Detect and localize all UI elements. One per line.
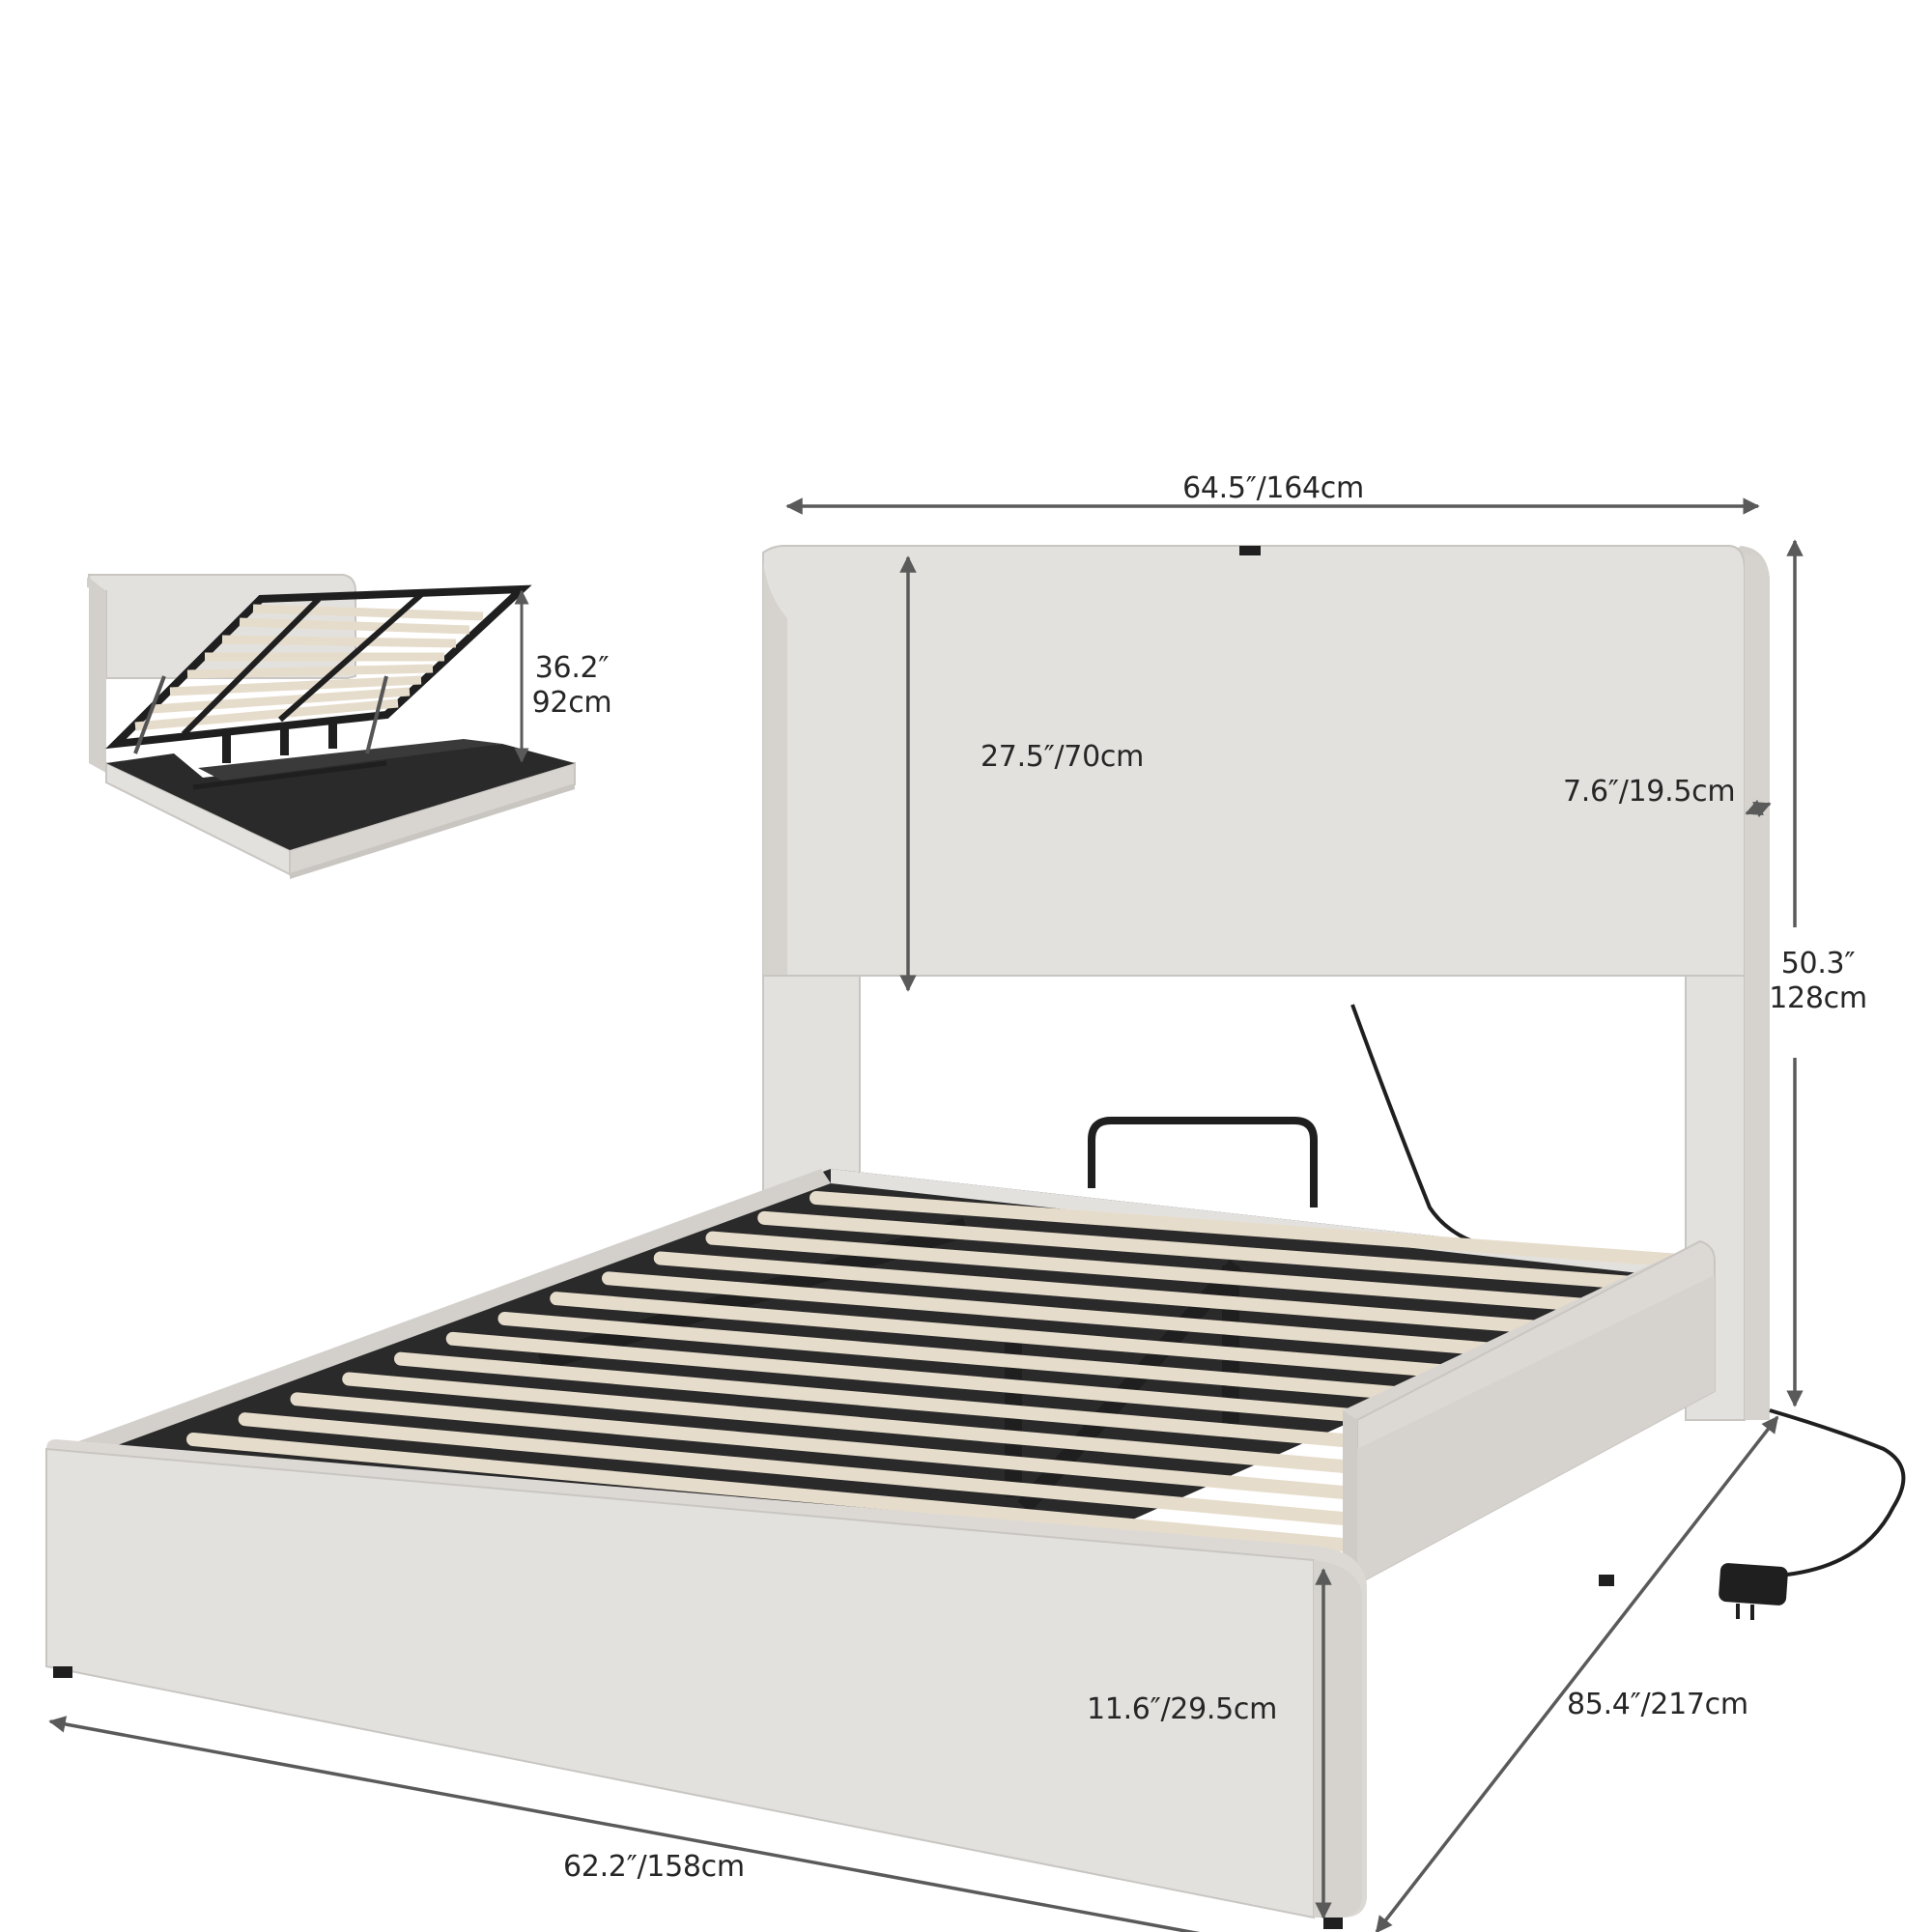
headboard-height-label: 27.5″/70cm [980,740,1145,774]
lift-height-cm: 92cm [531,686,612,720]
front-width-arrow [48,1716,1350,1932]
width-top-label: 64.5″/164cm [1182,471,1364,505]
main-bed-illustration [45,545,1906,1929]
length-label: 85.4″/217cm [1567,1688,1748,1721]
length-arrow [1375,1415,1779,1932]
lift-height-label: 36.2″ 92cm [532,651,612,721]
bed-slat [810,1191,1688,1267]
bed-slat [238,1412,1387,1529]
bed-slat [550,1292,1551,1386]
bed-slat [653,1251,1605,1339]
bed-slat [186,1433,1359,1552]
bed-slat [497,1312,1523,1410]
bed-slat [445,1331,1496,1435]
side-rail-height-label: 11.6″/29.5cm [1087,1692,1278,1726]
bed-slat [290,1392,1414,1505]
front-width-label: 62.2″/158cm [563,1850,745,1884]
total-height-label: 50.3″ 128cm [1769,947,1867,1016]
bed-slat [342,1372,1441,1482]
dimension-arrows [48,497,1804,1932]
lift-height-inch: 36.2″ [534,651,610,685]
total-height-inch: 50.3″ [1780,947,1856,980]
total-height-cm: 128cm [1769,981,1867,1015]
bed-slat [705,1231,1634,1316]
wing-depth-label: 7.6″/19.5cm [1563,775,1736,809]
wing-depth-arrow [1745,799,1772,818]
inset-lifted-bed-illustration [87,574,576,879]
bed-slat [757,1210,1661,1292]
bed-slat [602,1271,1578,1363]
bed-slat [394,1351,1469,1458]
